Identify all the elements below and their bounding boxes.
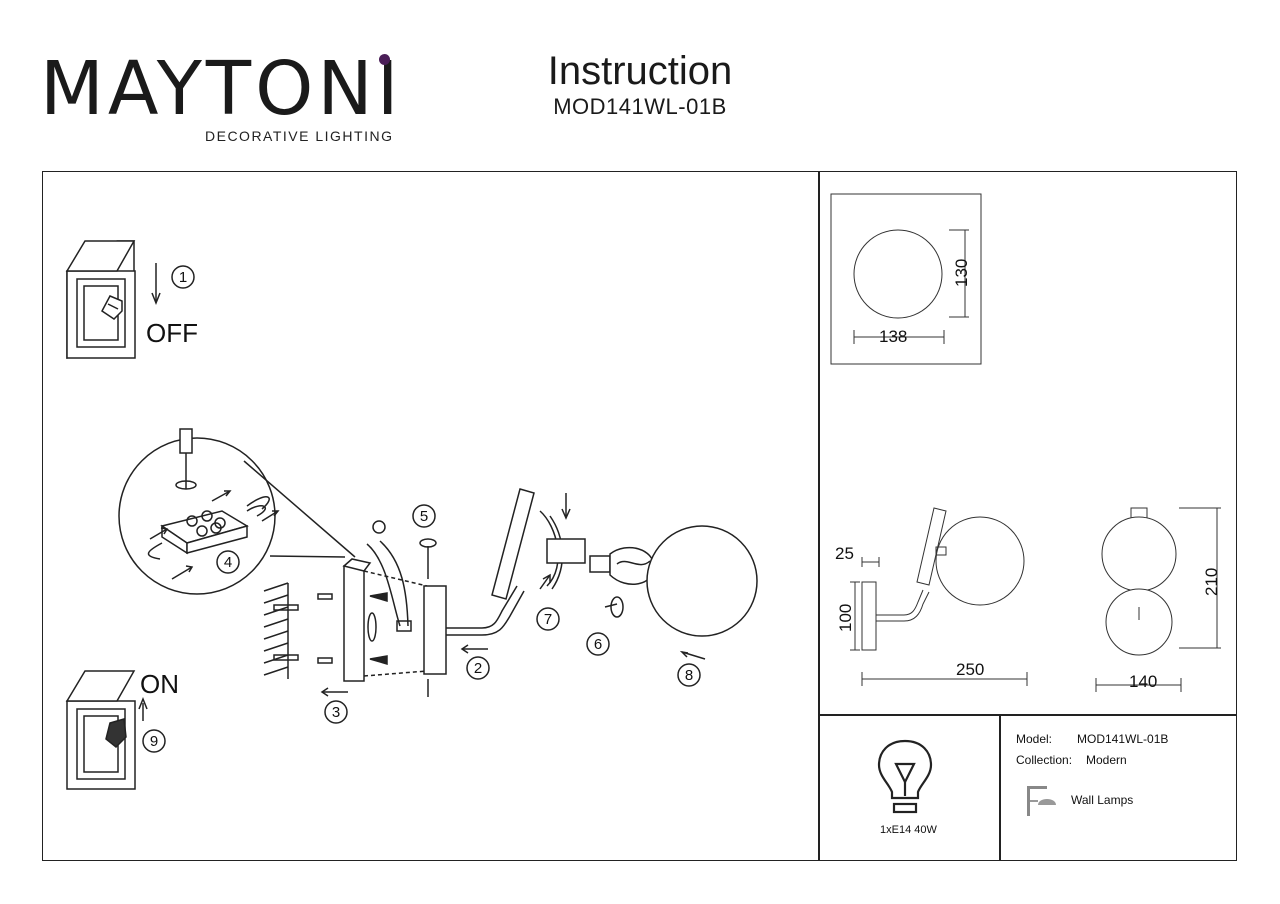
step-3-number: 3	[332, 704, 340, 721]
step-6-number: 6	[594, 636, 602, 653]
divider-vertical-info	[999, 714, 1001, 861]
divider-horizontal-info	[818, 714, 1237, 716]
page-title: Instruction	[547, 49, 733, 93]
dim-back-width: 140	[1129, 672, 1157, 691]
bulb-spec: 1xE14 40W	[880, 824, 937, 836]
dim-front-height: 130	[952, 259, 971, 287]
dim-front-width: 138	[879, 327, 907, 346]
logo-wordmark: MAYTONI	[40, 46, 403, 132]
dimension-drawings: 138 130 25 100 250 140 210	[830, 193, 1221, 692]
installation-diagram: 1 2 3 4 5 6 7 8 9 OFF ON	[65, 240, 758, 790]
divider-vertical-main	[818, 171, 820, 861]
step-1-number: 1	[179, 269, 187, 286]
collection-value: Modern	[1086, 753, 1127, 767]
on-label: ON	[140, 669, 179, 699]
dim-side-plate-height: 100	[836, 604, 855, 632]
instruction-frame	[42, 171, 1237, 861]
switch-on-icon	[65, 670, 136, 790]
category-label: Wall Lamps	[1071, 793, 1134, 807]
step-5-number: 5	[420, 508, 428, 525]
dim-side-length: 250	[956, 660, 984, 679]
dim-back-height: 210	[1202, 568, 1221, 596]
collection-label: Collection:	[1016, 753, 1073, 767]
logo-tagline: DECORATIVE LIGHTING	[205, 128, 394, 144]
wall-lamp-icon	[1027, 786, 1056, 816]
dim-side-depth: 25	[835, 544, 854, 563]
header-title-block: Instruction MOD141WL-01B	[500, 48, 780, 120]
front-view-frame	[830, 193, 982, 365]
model-value: MOD141WL-01B	[1077, 732, 1169, 746]
step-4-number: 4	[224, 554, 232, 571]
switch-off-icon	[65, 240, 136, 359]
step-9-number: 9	[150, 733, 158, 750]
step-2-number: 2	[474, 660, 482, 677]
step-7-number: 7	[544, 611, 552, 628]
logo-accent-dot	[379, 54, 390, 65]
off-label: OFF	[146, 318, 198, 348]
page-model: MOD141WL-01B	[553, 94, 727, 119]
wiring-detail-circle	[118, 437, 276, 595]
bulb-icon	[877, 739, 933, 814]
step-8-number: 8	[685, 667, 693, 684]
model-label: Model:	[1016, 732, 1053, 746]
